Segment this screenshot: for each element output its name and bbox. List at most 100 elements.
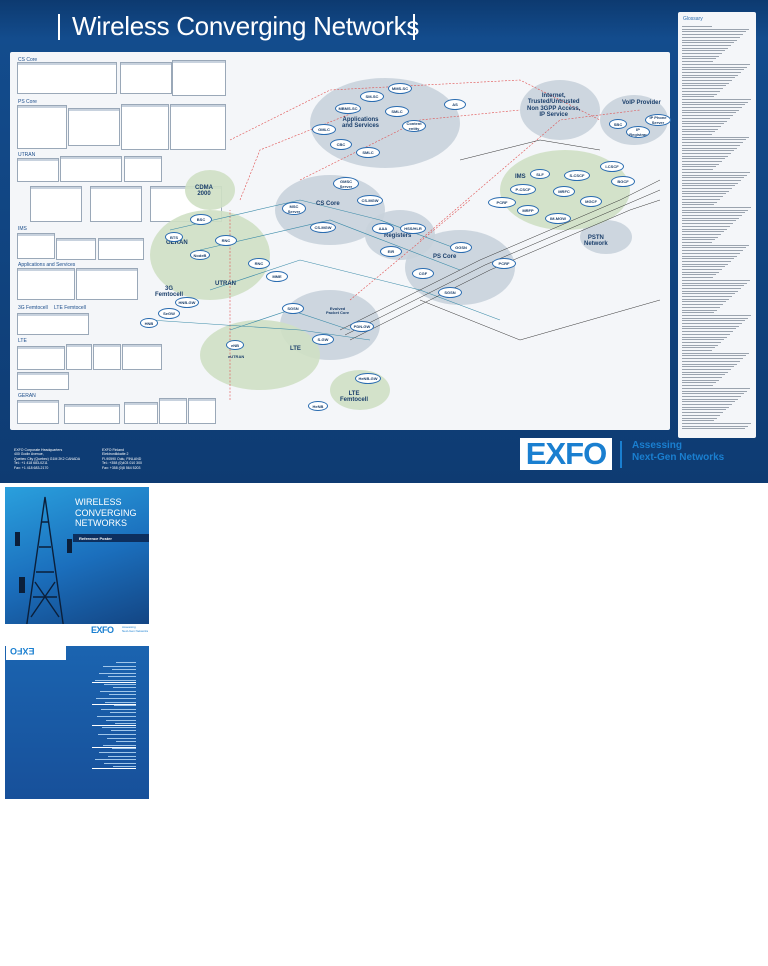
glossary-line xyxy=(682,406,729,408)
node-cbc: CBC xyxy=(330,139,352,150)
tagline-line-1: Assessing xyxy=(632,440,683,451)
glossary-line xyxy=(682,125,721,127)
hq-address: EXFO Corporate Headquarters 400 Godin Av… xyxy=(14,448,81,470)
glossary-line xyxy=(682,231,724,233)
glossary-line xyxy=(682,196,723,198)
glossary-line xyxy=(682,228,727,230)
cover-tagline: Assessing Next-Gen Networks xyxy=(122,625,149,633)
section-utran: UTRAN xyxy=(18,152,36,158)
cover-footer xyxy=(5,624,149,637)
glossary-line xyxy=(682,66,747,68)
geran-table xyxy=(159,398,187,424)
glossary-line xyxy=(682,328,736,330)
region-evolved-packet-core: Evolved Packet Core xyxy=(326,306,350,316)
ps-core-table xyxy=(68,108,120,146)
back-text-line xyxy=(99,752,136,753)
glossary-line xyxy=(682,339,724,341)
glossary-line xyxy=(682,152,731,154)
glossary-line xyxy=(682,107,742,108)
glossary-line xyxy=(682,404,732,405)
glossary-line xyxy=(682,142,743,144)
glossary-line xyxy=(682,177,744,179)
glossary-line xyxy=(682,80,732,81)
glossary-line xyxy=(682,90,720,92)
glossary-line xyxy=(682,277,713,279)
glossary-line xyxy=(682,161,722,162)
region-geran: GERAN xyxy=(166,240,188,246)
glossary-line xyxy=(682,82,729,84)
glossary-line xyxy=(682,185,735,187)
glossary-line xyxy=(682,387,750,389)
glossary-line xyxy=(682,44,731,46)
glossary-line xyxy=(682,158,725,160)
glossary-line xyxy=(682,188,732,189)
back-text-line xyxy=(102,726,136,728)
section-3g-femtocell: 3G Femtocell xyxy=(18,305,48,311)
glossary-line xyxy=(682,355,746,357)
title-divider-left xyxy=(58,14,60,40)
glossary-line xyxy=(682,201,717,203)
node-smlc: SMLC xyxy=(385,106,409,117)
node-s-cscf: S-CSCF xyxy=(564,170,590,181)
section-lte-femtocell: LTE Femtocell xyxy=(54,305,86,311)
ps-core-table xyxy=(170,104,226,150)
glossary-line xyxy=(682,53,722,54)
lte-table xyxy=(66,344,92,370)
glossary-line xyxy=(682,174,747,176)
region-cs-core: CS Core xyxy=(316,201,340,207)
glossary-line xyxy=(682,93,717,95)
node-segw: SeGW xyxy=(158,308,180,319)
glossary-line xyxy=(682,47,728,49)
cdma-cloud xyxy=(185,170,235,210)
glossary-line xyxy=(682,374,725,376)
title-divider-right xyxy=(413,14,415,40)
back-text-line xyxy=(100,690,136,692)
node-pcrf: PCRF xyxy=(492,258,516,269)
region-ims: IMS xyxy=(515,174,526,180)
glossary-line xyxy=(682,360,740,362)
region-cdma2000: CDMA 2000 xyxy=(195,185,213,198)
glossary-line xyxy=(682,242,712,243)
node-im-mgw: IM-MGW xyxy=(545,213,571,224)
glossary-line xyxy=(682,298,729,300)
glossary-title: Glossary xyxy=(683,16,703,22)
region-utran: UTRAN xyxy=(215,281,236,287)
back-text-line xyxy=(99,672,136,674)
cover-subtitle: Reference Poster xyxy=(79,536,112,541)
region-applications: Applications and Services xyxy=(342,117,380,130)
glossary-line xyxy=(682,414,720,416)
glossary-line xyxy=(682,223,733,225)
glossary-line xyxy=(682,269,722,270)
back-exfo-logo: EXFO xyxy=(10,646,35,656)
glossary-line xyxy=(682,358,743,360)
glossary-line xyxy=(682,98,751,100)
back-text-line xyxy=(109,694,136,696)
glossary-line xyxy=(682,320,745,322)
region-lte: LTE xyxy=(290,346,301,352)
apps-table xyxy=(17,268,75,300)
node-content-entity: Content entity xyxy=(402,120,426,132)
glossary-line xyxy=(682,401,735,403)
glossary-line xyxy=(682,193,726,195)
back-text-line xyxy=(108,755,136,757)
glossary-line xyxy=(682,244,749,246)
glossary-line xyxy=(682,58,716,60)
glossary-line xyxy=(682,139,746,141)
node-pcrf-2: PCRF xyxy=(488,197,516,208)
node-ip-registrar: IP Registrar xyxy=(626,126,650,138)
glossary-line xyxy=(682,341,721,343)
glossary-line xyxy=(682,215,742,216)
back-text-line xyxy=(104,683,136,685)
glossary-line xyxy=(682,150,734,152)
back-text-line xyxy=(103,665,136,667)
region-3g-femtocell: 3G Femtocell xyxy=(155,286,184,299)
glossary-line xyxy=(682,190,729,192)
ims-table xyxy=(17,233,55,259)
section-cs-core: CS Core xyxy=(18,57,38,63)
cs-core-table xyxy=(172,60,226,96)
glossary-line xyxy=(682,274,716,276)
back-separator xyxy=(92,725,136,727)
node-msc-server: MSC Server xyxy=(282,202,306,215)
glossary-line xyxy=(682,134,712,135)
back-text-line xyxy=(107,737,136,739)
